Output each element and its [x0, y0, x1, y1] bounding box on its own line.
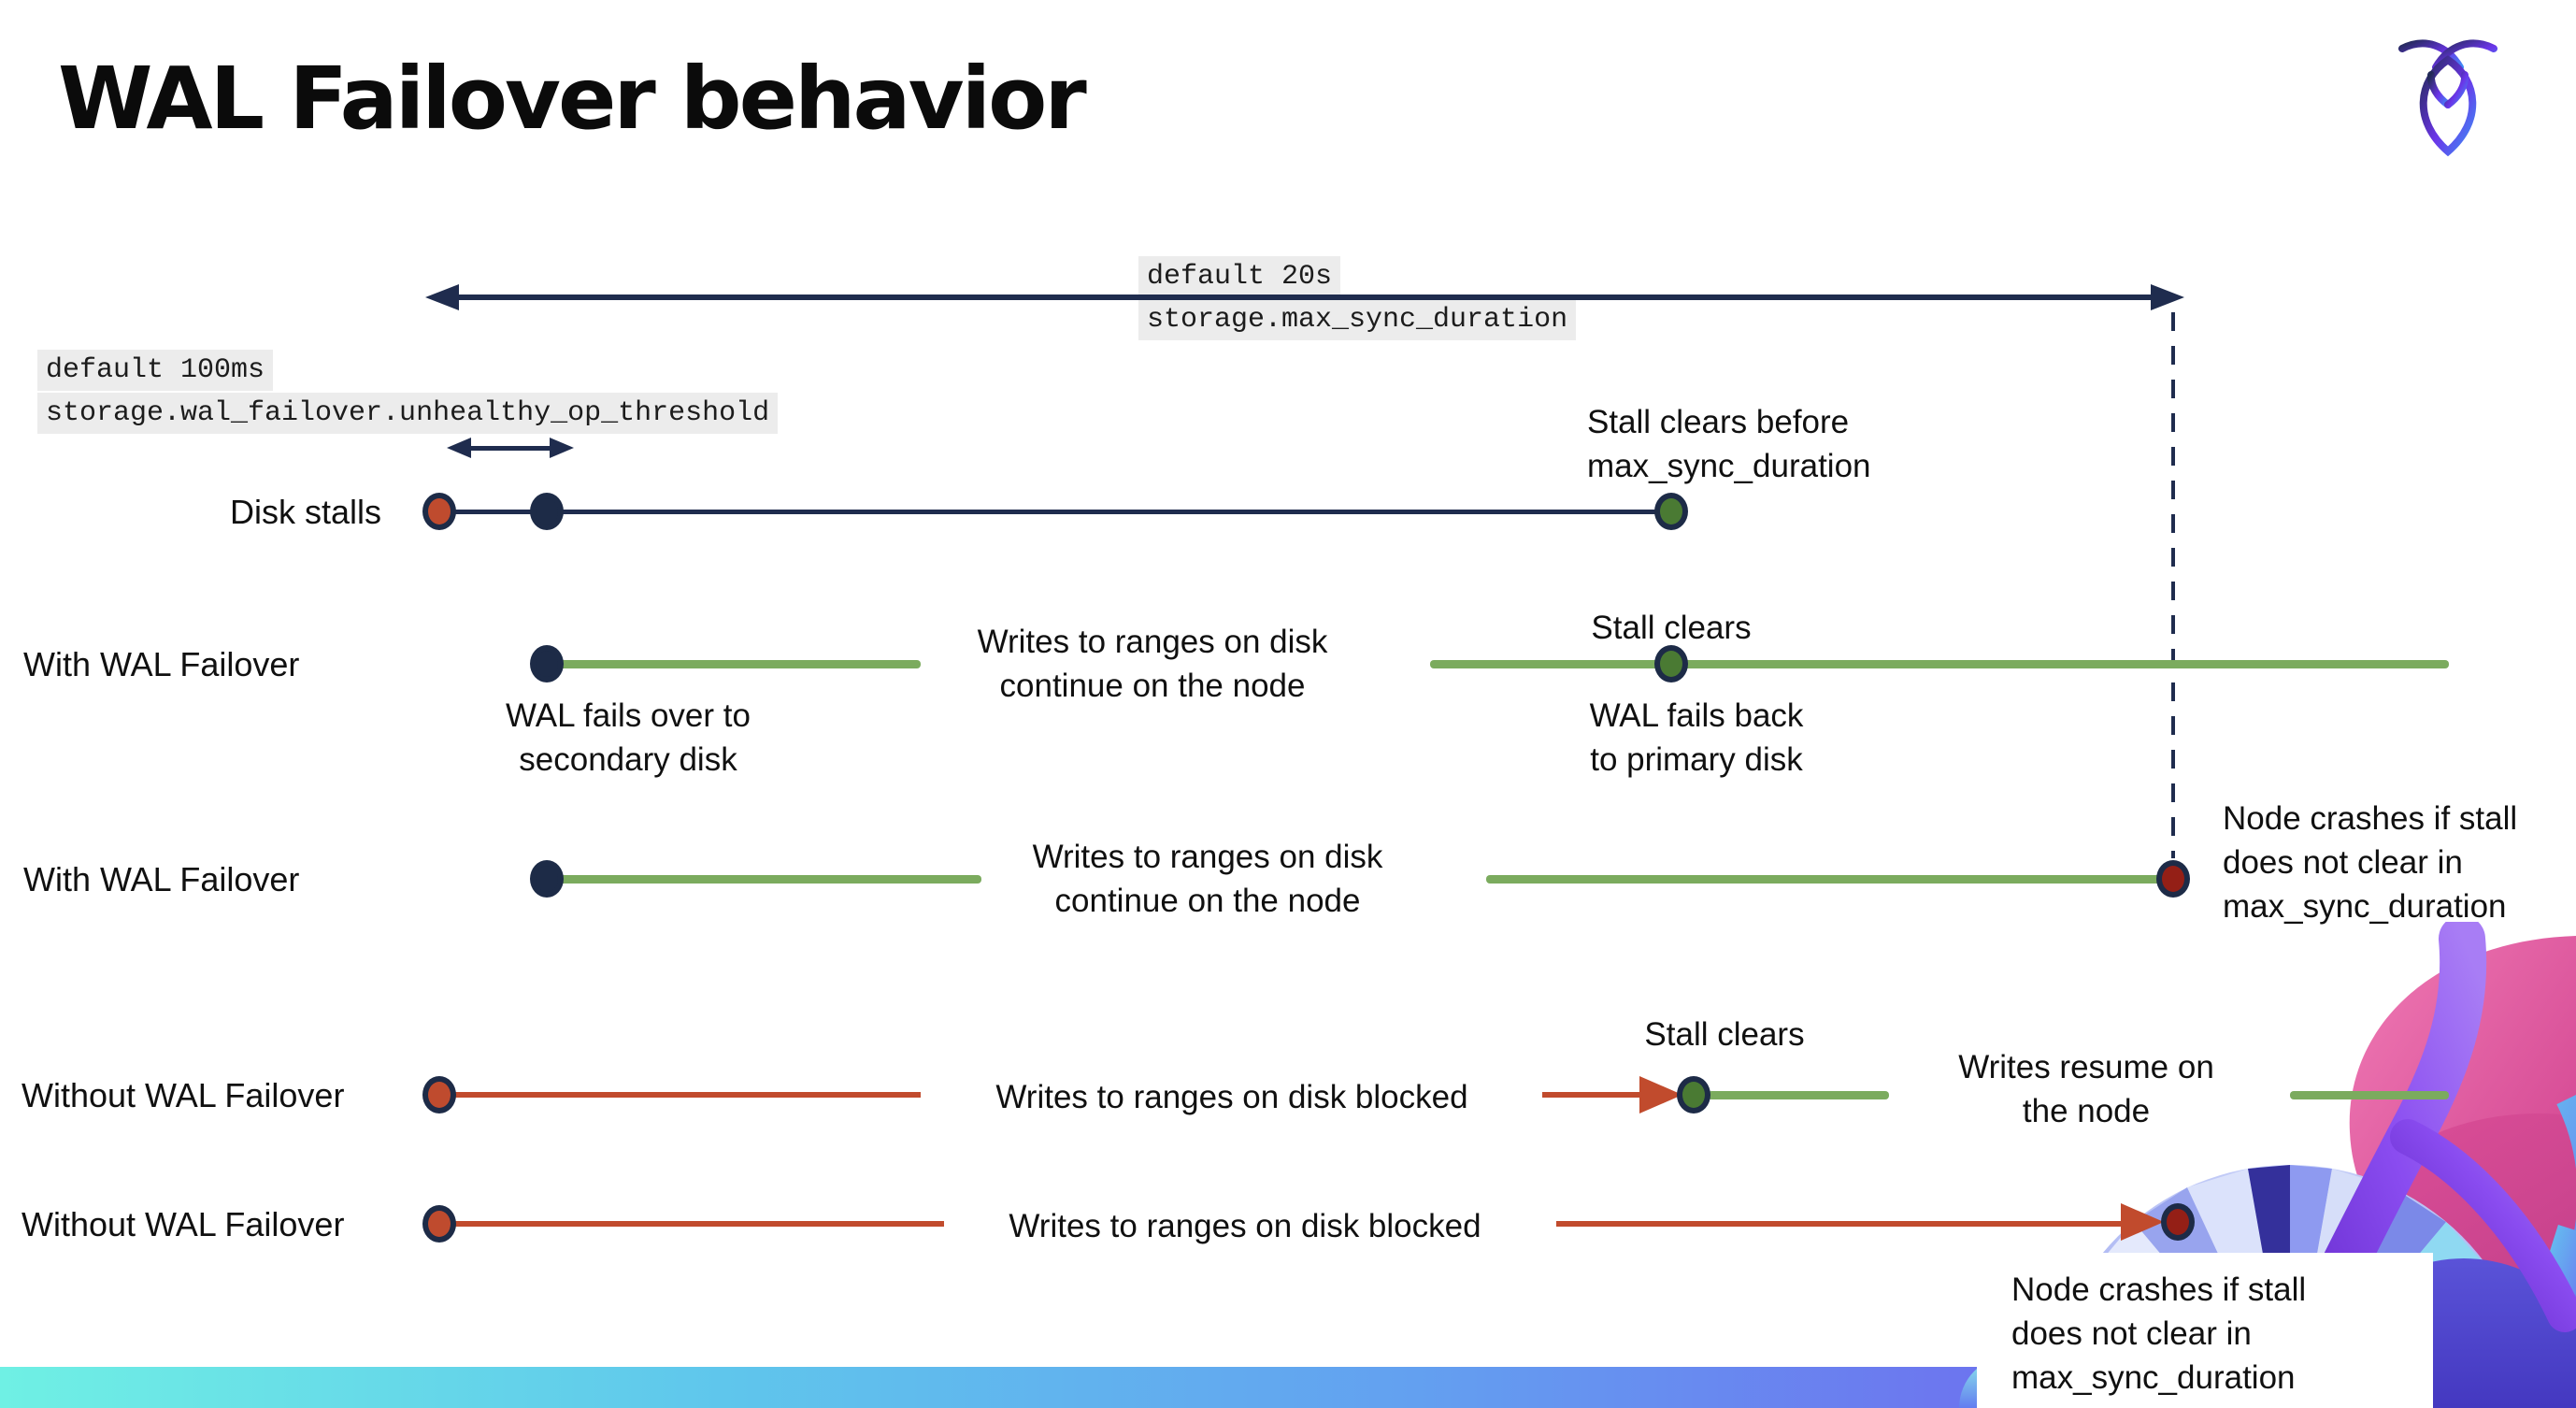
row4-red-arrowhead-icon [1639, 1076, 1682, 1113]
wal-fails-back-note: WAL fails back to primary disk [1589, 697, 1804, 778]
writes-resume-note: Writes resume on the node [1958, 1049, 2214, 1129]
row5-stall-start-dot [422, 1205, 456, 1243]
crash-callout-box [1977, 1253, 2433, 1408]
max-sync-duration-arrow-line [456, 295, 2154, 300]
row5-red-line-1 [439, 1221, 944, 1227]
row1-threshold-dot [530, 493, 564, 530]
row3-node-crashes-note: Node crashes if stall does not clear in … [2223, 800, 2518, 925]
row4-green-line-2 [2290, 1091, 2449, 1099]
row5-red-line-2 [1556, 1221, 2124, 1227]
max-sync-default-label: default 20s [1138, 256, 1341, 297]
arrow-left-head-icon [425, 284, 459, 310]
row4-stall-clear-dot [1677, 1076, 1710, 1113]
row4-writes-blocked-note: Writes to ranges on disk blocked [995, 1079, 1468, 1115]
row3-failover-dot [530, 860, 564, 898]
row-label-disk-stalls: Disk stalls [230, 493, 382, 531]
unhealthy-op-threshold-arrow-line [467, 446, 553, 451]
row3-green-line-2 [1486, 875, 2161, 884]
small-arrow-left-head-icon [447, 438, 471, 458]
small-arrow-right-head-icon [550, 438, 574, 458]
stall-clears-before-note: Stall clears before max_sync_duration [1587, 404, 1871, 484]
max-sync-setting-name: storage.max_sync_duration [1138, 299, 1577, 340]
row3-crash-dot [2156, 860, 2190, 898]
row5-node-crashes-note: Node crashes if stall does not clear in … [2011, 1272, 2307, 1396]
row4-green-line-1 [1708, 1091, 1889, 1099]
row1-timeline [439, 510, 1659, 514]
row5-red-arrowhead-icon [2121, 1203, 2164, 1241]
arrow-right-head-icon [2151, 284, 2184, 310]
row2-writes-continue-note: Writes to ranges on disk continue on the… [977, 624, 1328, 704]
row5-crash-dot [2161, 1203, 2195, 1241]
row1-stall-clear-dot [1654, 493, 1688, 530]
row4-stall-start-dot [422, 1076, 456, 1113]
page-title: WAL Failover behavior [58, 49, 1087, 149]
row3-writes-continue-note: Writes to ranges on disk continue on the… [1032, 839, 1383, 919]
row2-stall-clear-dot [1654, 645, 1688, 682]
unhealthy-op-setting-name: storage.wal_failover.unhealthy_op_thresh… [37, 393, 779, 434]
row-label-without-wal-failover-2: Without WAL Failover [21, 1205, 345, 1243]
row2-green-line-2 [1430, 660, 2449, 668]
row4-stall-clears-note: Stall clears [1644, 1016, 1805, 1053]
row4-red-line-1 [439, 1092, 921, 1098]
unhealthy-op-default-label: default 100ms [37, 350, 274, 391]
row-label-without-wal-failover-1: Without WAL Failover [21, 1076, 345, 1114]
row2-stall-clears-note: Stall clears [1591, 610, 1752, 646]
row-label-with-wal-failover-2: With WAL Failover [23, 860, 300, 898]
row2-green-line-1 [553, 660, 921, 668]
row-label-with-wal-failover-1: With WAL Failover [23, 645, 300, 683]
row1-stall-start-dot [422, 493, 456, 530]
row2-failover-dot [530, 645, 564, 682]
crash-dashed-line [2171, 312, 2175, 858]
row5-writes-blocked-note: Writes to ranges on disk blocked [1009, 1208, 1481, 1244]
row3-green-line-1 [553, 875, 981, 884]
wal-fails-over-note: WAL fails over to secondary disk [506, 697, 751, 778]
cockroachdb-logo-icon [2398, 39, 2497, 157]
row4-red-line-2 [1542, 1092, 1643, 1098]
